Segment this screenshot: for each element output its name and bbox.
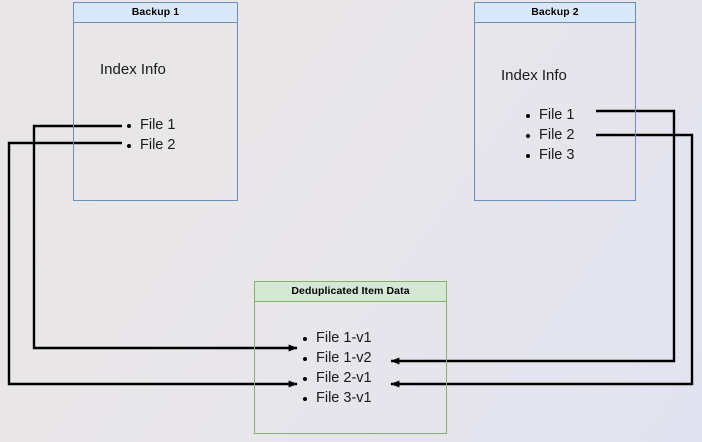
list-item[interactable]: File 3-v1 — [303, 388, 372, 408]
backup-2-file-list: File 1 File 2 File 3 — [526, 105, 574, 165]
backup-1-file-list: File 1 File 2 — [127, 115, 175, 155]
connector-backup1-file2 — [7, 141, 298, 388]
node-backup-2-title: Backup 2 — [475, 3, 635, 23]
connector-backup1-file1 — [32, 124, 298, 352]
node-backup-2-body: Index Info File 1 File 2 File 3 — [475, 23, 635, 201]
node-backup-1[interactable]: Backup 1 Index Info File 1 File 2 — [73, 2, 238, 201]
list-item[interactable]: File 1 — [127, 115, 175, 135]
dedup-item-list: File 1-v1 File 1-v2 File 2-v1 File 3-v1 — [303, 328, 372, 408]
list-item[interactable]: File 2-v1 — [303, 368, 372, 388]
node-dedup-title: Deduplicated Item Data — [255, 282, 446, 302]
list-item[interactable]: File 2 — [526, 125, 574, 145]
list-item[interactable]: File 3 — [526, 145, 574, 165]
node-deduplicated-item-data[interactable]: Deduplicated Item Data File 1-v1 File 1-… — [254, 281, 447, 434]
list-item[interactable]: File 1-v1 — [303, 328, 372, 348]
node-backup-1-title: Backup 1 — [74, 3, 237, 23]
list-item[interactable]: File 2 — [127, 135, 175, 155]
backup-1-index-info-label: Index Info — [100, 61, 166, 78]
backup-2-index-info-label: Index Info — [501, 67, 567, 84]
connector-backup2-file2 — [390, 133, 694, 388]
node-backup-1-body: Index Info File 1 File 2 — [74, 23, 237, 201]
node-backup-2[interactable]: Backup 2 Index Info File 1 File 2 File 3 — [474, 2, 636, 201]
list-item[interactable]: File 1-v2 — [303, 348, 372, 368]
list-item[interactable]: File 1 — [526, 105, 574, 125]
node-dedup-body: File 1-v1 File 1-v2 File 2-v1 File 3-v1 — [255, 302, 446, 434]
